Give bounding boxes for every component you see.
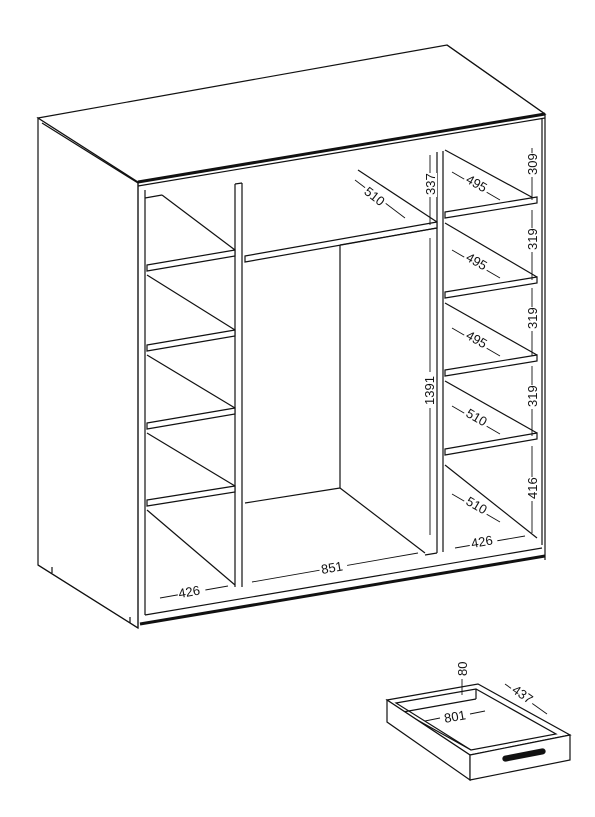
dim-drawer-height: 80 [455,662,470,676]
dim-right-height-1: 309 [525,153,540,175]
drawer-handle[interactable] [502,748,546,762]
dim-right-height-3: 319 [525,307,540,329]
dimension-labels: 426 851 426 510 337 1391 309 319 319 319… [175,153,540,602]
dim-right-height-5: 416 [525,477,540,499]
center-compartment [244,169,438,556]
dim-top-center-height: 337 [423,173,438,195]
dim-right-height-4: 319 [525,385,540,407]
dim-right-height-2: 319 [525,228,540,250]
dim-hanging-height: 1391 [422,376,437,405]
right-shelves [444,149,538,539]
dim-right-bottom-width: 426 [470,532,494,551]
left-shelves [144,194,236,586]
left-divider [234,182,243,587]
dim-center-bottom-width: 851 [320,558,344,577]
bottom-plinth [139,554,546,626]
dim-drawer-width: 801 [443,707,467,726]
left-side-panel [37,116,139,630]
top-edge-strip [137,112,546,184]
drawer-inner [394,688,558,751]
wardrobe: 426 851 426 510 337 1391 309 319 319 319… [36,44,547,630]
top-board [36,44,547,183]
drawer: 80 801 437 [385,657,572,782]
right-divider [436,151,444,553]
dimension-lines [159,148,533,599]
dim-left-bottom-width: 426 [177,583,201,602]
